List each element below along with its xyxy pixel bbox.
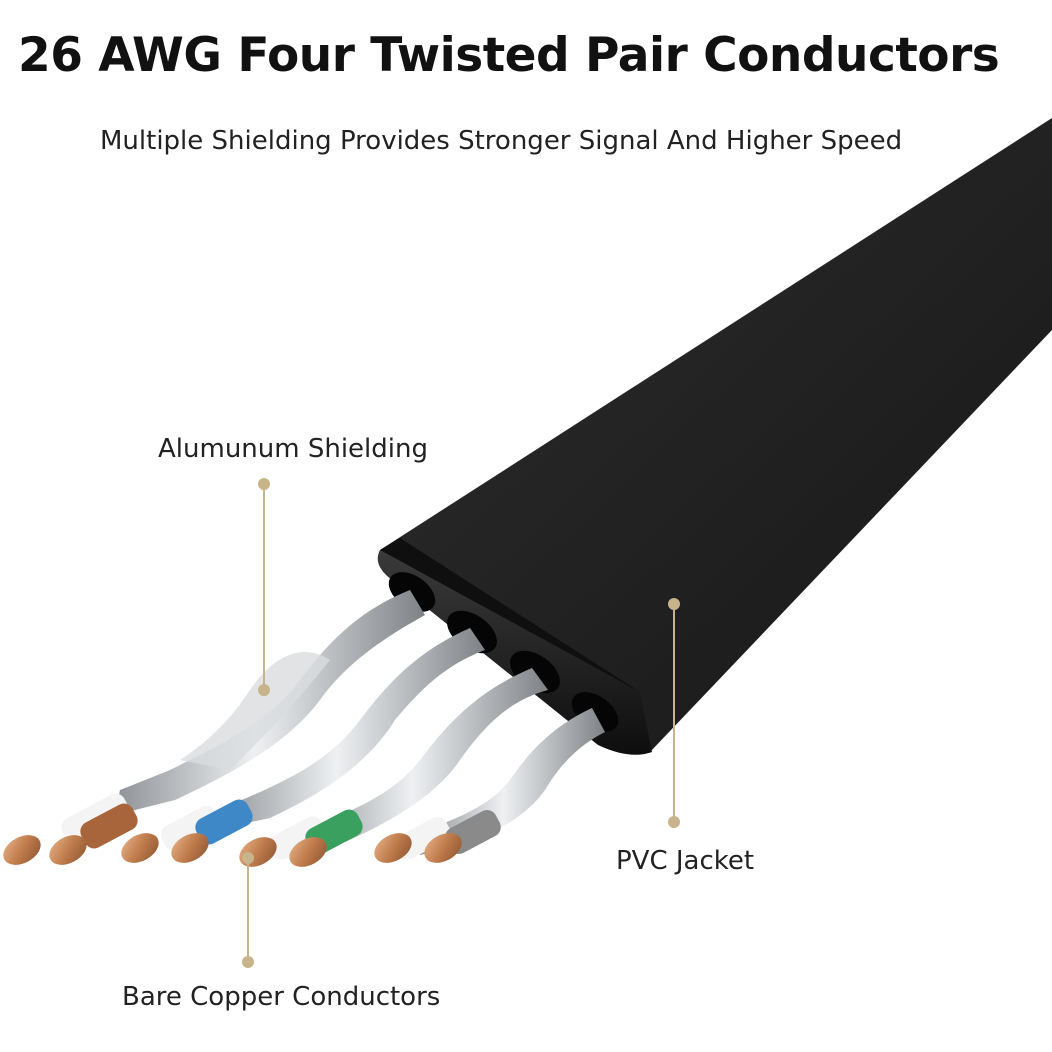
- pvc-jacket: [377, 118, 1052, 755]
- page-subtitle: Multiple Shielding Provides Stronger Sig…: [100, 126, 903, 156]
- callout-label-conductors: Bare Copper Conductors: [122, 982, 441, 1012]
- callout-label-jacket: PVC Jacket: [616, 846, 755, 876]
- callout-jacket-pointer: [668, 598, 680, 828]
- callout-shielding-pointer: [258, 478, 270, 696]
- callout-label-shielding: Alumunum Shielding: [158, 434, 428, 464]
- callout-copper-pointer: [242, 852, 254, 968]
- aluminum-shielded-pairs: [115, 590, 605, 855]
- page-title: 26 AWG Four Twisted Pair Conductors: [18, 28, 1000, 83]
